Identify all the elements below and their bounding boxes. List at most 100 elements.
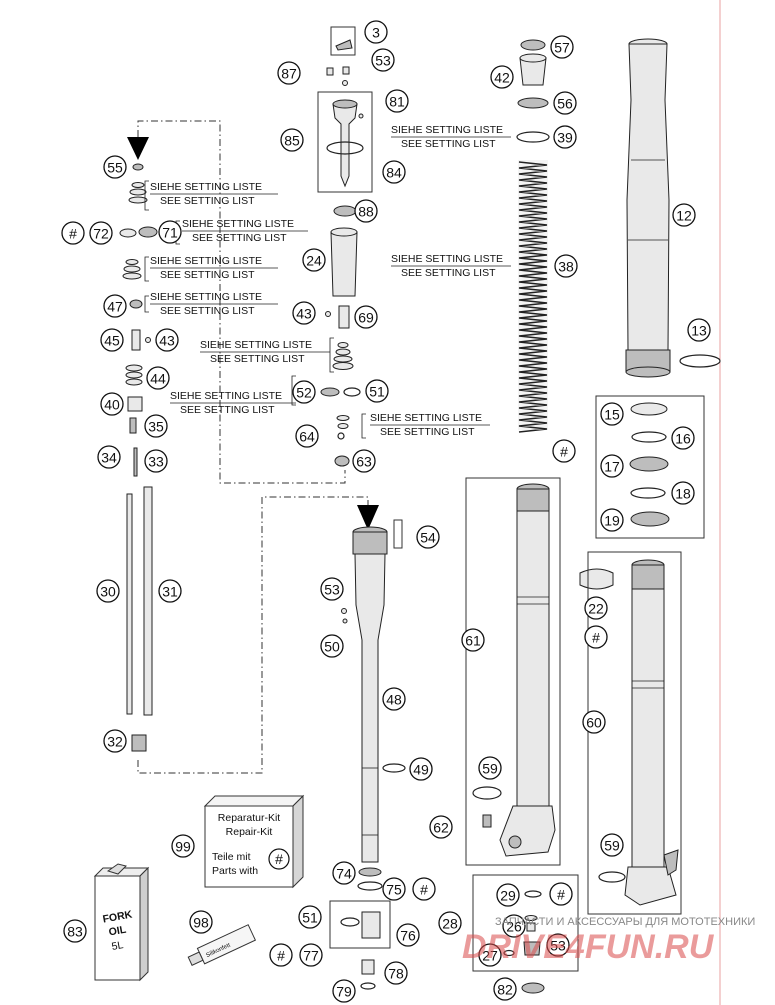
callout-71: 71 bbox=[158, 220, 182, 244]
callout-64: 64 bbox=[295, 424, 319, 448]
setting-en: SEE SETTING LIST bbox=[401, 138, 496, 150]
callout-hash: # bbox=[61, 221, 85, 245]
part-57 bbox=[520, 39, 546, 51]
callout-60: 60 bbox=[582, 710, 606, 734]
callout-hash: # bbox=[584, 625, 608, 649]
part-71-piston bbox=[138, 226, 158, 238]
callout-53: 53 bbox=[546, 933, 570, 957]
callout-51: 51 bbox=[298, 905, 322, 929]
callout-3: 3 bbox=[364, 20, 388, 44]
callout-32: 32 bbox=[103, 729, 127, 753]
part-82 bbox=[521, 982, 545, 994]
part-79 bbox=[360, 982, 376, 990]
setting-en: SEE SETTING LIST bbox=[160, 269, 255, 281]
setting-de: SIEHE SETTING LISTE bbox=[370, 412, 482, 424]
setting-de: SIEHE SETTING LISTE bbox=[391, 253, 503, 265]
part-15 bbox=[630, 402, 668, 416]
svg-text:35: 35 bbox=[148, 419, 164, 435]
can-line1: FORK bbox=[102, 908, 134, 925]
part-53c bbox=[523, 941, 541, 956]
part-47 bbox=[129, 299, 143, 309]
svg-text:64: 64 bbox=[299, 429, 315, 445]
callout-35: 35 bbox=[144, 414, 168, 438]
part-64 bbox=[337, 432, 345, 440]
part-61-box bbox=[465, 477, 561, 866]
setting-de: SIEHE SETTING LISTE bbox=[391, 124, 503, 136]
svg-text:53: 53 bbox=[324, 582, 340, 598]
seal-kit-box bbox=[595, 395, 705, 539]
part-56 bbox=[517, 97, 549, 109]
svg-text:49: 49 bbox=[413, 762, 429, 778]
setting-bracket bbox=[144, 180, 149, 211]
callout-39: 39 bbox=[553, 125, 577, 149]
callout-79: 79 bbox=[332, 979, 356, 1003]
callout-53: 53 bbox=[371, 48, 395, 72]
shim-stack-2 bbox=[122, 259, 142, 280]
part-26a bbox=[524, 915, 538, 921]
callout-75: 75 bbox=[382, 877, 406, 901]
part-18 bbox=[630, 487, 666, 499]
svg-text:52: 52 bbox=[296, 385, 312, 401]
part-30-rod bbox=[126, 493, 133, 715]
svg-text:63: 63 bbox=[356, 454, 372, 470]
assembly-line-lower bbox=[137, 496, 369, 774]
svg-text:98: 98 bbox=[193, 915, 209, 931]
part-60-inner-tube bbox=[624, 559, 679, 906]
svg-text:#: # bbox=[277, 948, 285, 964]
svg-text:77: 77 bbox=[303, 948, 319, 964]
part-31-rod bbox=[143, 486, 153, 716]
part-17 bbox=[629, 456, 669, 472]
svg-text:44: 44 bbox=[150, 371, 166, 387]
svg-text:53: 53 bbox=[375, 53, 391, 69]
callout-62: 62 bbox=[429, 815, 453, 839]
svg-text:82: 82 bbox=[497, 982, 513, 998]
svg-text:51: 51 bbox=[302, 910, 318, 926]
setting-de: SIEHE SETTING LISTE bbox=[150, 181, 262, 193]
svg-text:33: 33 bbox=[148, 454, 164, 470]
setting-bracket bbox=[361, 413, 366, 439]
callout-52: 52 bbox=[292, 380, 316, 404]
callout-83: 83 bbox=[63, 919, 87, 943]
svg-text:42: 42 bbox=[494, 70, 510, 86]
svg-text:39: 39 bbox=[557, 130, 573, 146]
svg-text:71: 71 bbox=[162, 225, 178, 241]
callout-55: 55 bbox=[103, 155, 127, 179]
callout-43: 43 bbox=[155, 328, 179, 352]
callout-45: 45 bbox=[100, 328, 124, 352]
svg-text:19: 19 bbox=[604, 513, 620, 529]
repair-kit-box: Reparatur-Kit Repair-Kit Teile mit Parts… bbox=[203, 794, 305, 889]
part-72 bbox=[119, 228, 137, 238]
part-28-box bbox=[472, 874, 579, 972]
part-84 bbox=[326, 141, 364, 155]
part-3-box bbox=[330, 26, 356, 56]
callout-40: 40 bbox=[100, 392, 124, 416]
setting-en: SEE SETTING LIST bbox=[160, 305, 255, 317]
repair-kit-line2: Repair-Kit bbox=[226, 826, 273, 838]
svg-text:30: 30 bbox=[100, 584, 116, 600]
setting-de: SIEHE SETTING LISTE bbox=[150, 255, 262, 267]
callout-18: 18 bbox=[671, 481, 695, 505]
part-55 bbox=[132, 163, 144, 171]
callout-49: 49 bbox=[409, 757, 433, 781]
callout-59: 59 bbox=[600, 833, 624, 857]
callout-77: 77 bbox=[299, 943, 323, 967]
callout-44: 44 bbox=[146, 366, 170, 390]
part-78 bbox=[361, 959, 375, 975]
svg-text:45: 45 bbox=[104, 333, 120, 349]
part-54 bbox=[393, 519, 403, 549]
svg-text:81: 81 bbox=[389, 94, 405, 110]
svg-text:83: 83 bbox=[67, 924, 83, 940]
setting-en: SEE SETTING LIST bbox=[380, 426, 475, 438]
svg-text:72: 72 bbox=[93, 226, 109, 242]
part-42-top bbox=[519, 53, 547, 63]
callout-48: 48 bbox=[382, 687, 406, 711]
callout-57: 57 bbox=[550, 35, 574, 59]
callout-51: 51 bbox=[365, 379, 389, 403]
part-61-inner-tube bbox=[499, 483, 556, 857]
callout-19: 19 bbox=[600, 508, 624, 532]
callout-hash: # bbox=[269, 943, 293, 967]
svg-text:84: 84 bbox=[386, 165, 402, 181]
